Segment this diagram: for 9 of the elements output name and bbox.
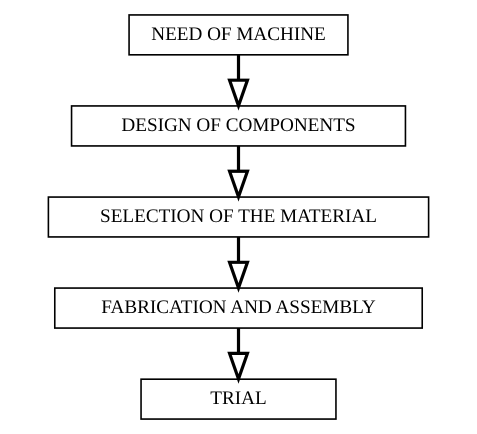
arrow: [227, 237, 250, 293]
node-box: TRIAL: [140, 378, 337, 420]
arrow: [227, 55, 250, 111]
node-box: NEED OF MACHINE: [128, 14, 349, 56]
node-box: SELECTION OF THE MATERIAL: [48, 196, 430, 238]
node-box: FABRICATION AND ASSEMBLY: [54, 287, 424, 329]
arrow: [227, 328, 250, 384]
arrow: [227, 146, 250, 202]
node-box: DESIGN OF COMPONENTS: [70, 105, 406, 147]
